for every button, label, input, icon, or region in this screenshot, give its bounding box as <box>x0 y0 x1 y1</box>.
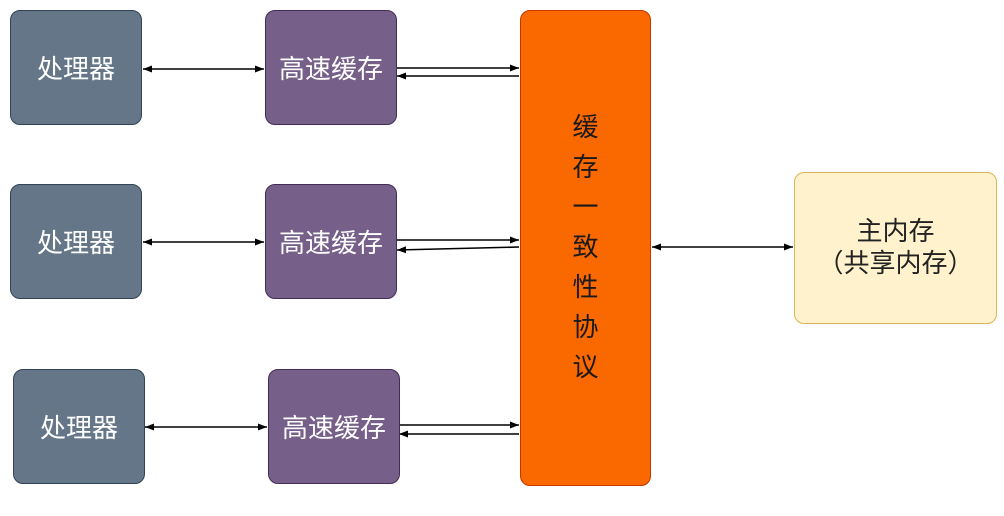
protocol-char: 议 <box>572 353 599 383</box>
memory-subtitle: （共享内存） <box>817 249 974 279</box>
protocol-char: 一 <box>572 193 599 223</box>
processor-node-3: 处理器 <box>13 369 145 484</box>
protocol-char: 缓 <box>572 113 599 143</box>
protocol-char: 存 <box>572 153 599 183</box>
protocol-char: 致 <box>572 233 599 263</box>
processor-node-2: 处理器 <box>10 184 142 299</box>
memory-title: 主内存 <box>856 217 935 247</box>
cache-node-1: 高速缓存 <box>265 10 397 125</box>
cache-coherence-protocol-node: 缓 存 一 致 性 协 议 <box>520 10 651 486</box>
cache-node-3: 高速缓存 <box>268 369 400 484</box>
main-memory-node: 主内存 （共享内存） <box>794 172 997 324</box>
processor-label: 处理器 <box>36 229 115 259</box>
processor-label: 处理器 <box>39 414 118 444</box>
cache-node-2: 高速缓存 <box>265 184 397 299</box>
processor-node-1: 处理器 <box>10 10 142 125</box>
protocol-char: 协 <box>572 313 599 343</box>
protocol-char: 性 <box>572 273 599 303</box>
protocol-to-cache-arrow-2 <box>396 246 520 254</box>
cache-label: 高速缓存 <box>281 414 386 444</box>
processor-label: 处理器 <box>36 55 115 85</box>
cache-label: 高速缓存 <box>278 55 383 85</box>
cache-label: 高速缓存 <box>278 229 383 259</box>
